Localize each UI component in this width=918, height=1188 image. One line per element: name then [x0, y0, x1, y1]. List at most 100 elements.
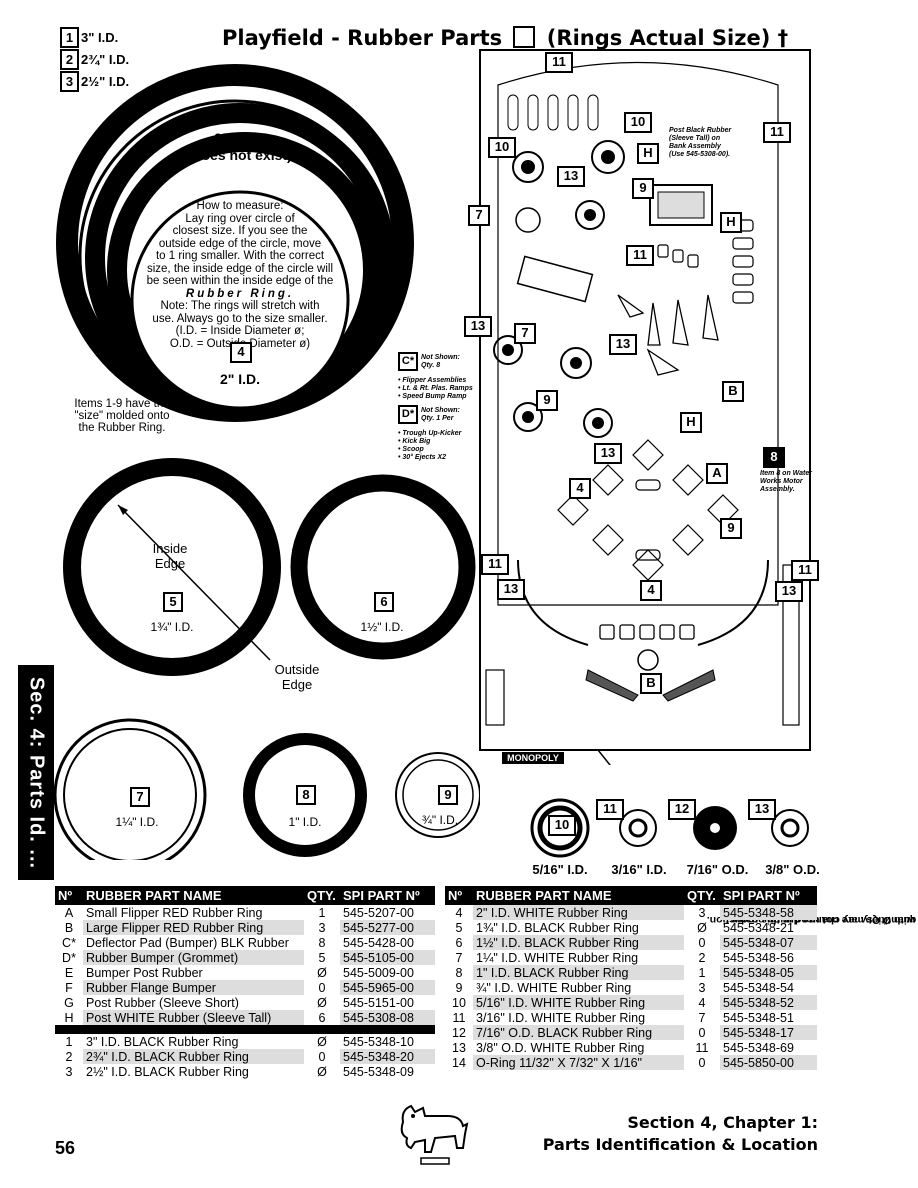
callout-11: 11 [481, 554, 509, 575]
cell-spi: 545-5348-56 [723, 950, 794, 965]
callout-10: 10 [624, 112, 652, 133]
cell-no: D* [62, 950, 76, 965]
cell-name: 1¼" I.D. WHITE Rubber Ring [476, 950, 639, 965]
col-header-qty: QTY. [304, 886, 340, 905]
cell-name: 1" I.D. BLACK Rubber Ring [473, 965, 684, 980]
arrowhead-icon [118, 505, 128, 515]
ring-9-size: ¾" I.D. [421, 813, 459, 827]
callout-11: 11 [626, 245, 654, 266]
callout-4: 4 [640, 580, 662, 601]
scottie-dog-logo [400, 1104, 469, 1165]
cell-no: 8 [455, 965, 463, 980]
right-flipper [662, 669, 716, 702]
left-flipper [585, 669, 639, 702]
cell-name: 2" I.D. WHITE Rubber Ring [473, 905, 684, 920]
cell-spi: 545-5105-00 [340, 950, 435, 965]
cell-spi: 545-5965-00 [340, 980, 435, 995]
cell-no: 6 [455, 935, 463, 950]
cell-spi: 545-5348-10 [343, 1034, 414, 1049]
cell-spi: 545-5207-00 [343, 905, 414, 920]
callout-9: 9 [720, 518, 742, 539]
callout-13: 13 [497, 579, 525, 600]
cell-no: G [64, 995, 74, 1010]
cell-qty: 0 [698, 1025, 706, 1040]
ring-11-size: 3/16" I.D. [611, 862, 667, 877]
cell-name: 1¾" I.D. BLACK Rubber Ring [476, 920, 639, 935]
cell-no: F [65, 980, 73, 995]
bumper-1 [512, 151, 544, 183]
top-lanes [507, 94, 599, 131]
cell-spi: 545-5151-00 [343, 995, 414, 1010]
target-bank [657, 219, 754, 304]
cell-name: Rubber Flange Bumper [83, 980, 304, 995]
bumper-3 [575, 200, 605, 230]
ring-6-number: 6 [374, 592, 394, 612]
cell-name: Post WHITE Rubber (Sleeve Tall) [83, 1010, 304, 1030]
cell-qty: 0 [318, 980, 326, 995]
callout-13: 13 [464, 316, 492, 337]
note-d: D* Not Shown:Qty. 1 Per • Trough Up-Kick… [398, 405, 462, 461]
footer-chapter: Parts Identification & Location [542, 1135, 818, 1154]
ring-5 [63, 458, 281, 676]
cell-name: Deflector Pad (Bumper) BLK Rubber [86, 935, 289, 950]
col-header-qty: QTY. [684, 886, 720, 905]
cell-spi: 545-5348-69 [723, 1040, 794, 1055]
cell-no: 9 [455, 980, 463, 995]
ring-nonexist-note: (does not exist) [188, 147, 292, 163]
cell-spi: 545-5009-00 [343, 965, 414, 980]
cell-name: 5/16" I.D. WHITE Rubber Ring [473, 995, 684, 1010]
callout-11: 11 [763, 122, 791, 143]
cell-spi: 545-5348-51 [723, 1010, 794, 1025]
cell-name: 3/16" I.D. WHITE Rubber Ring [476, 1010, 646, 1025]
cell-spi: 545-5348-05 [720, 965, 817, 980]
playfield-outline [479, 49, 811, 751]
callout-b: B [640, 673, 662, 694]
callout-13: 13 [594, 443, 622, 464]
cell-no: 7 [455, 950, 463, 965]
col-header-no: Nº [55, 886, 83, 905]
cell-qty: Ø [317, 1064, 327, 1079]
callout-h: H [637, 143, 659, 164]
cell-qty: 3 [318, 920, 326, 935]
cell-qty: Ø [697, 920, 707, 935]
cell-qty: 1 [318, 905, 326, 920]
cell-name: 7/16" O.D. BLACK Rubber Ring [473, 1025, 684, 1040]
cell-name: 3" I.D. BLACK Rubber Ring [86, 1034, 239, 1049]
ring-7-size: 1¼" I.D. [115, 815, 159, 829]
cell-qty: 0 [698, 1055, 706, 1070]
ring-4-circle [130, 190, 350, 410]
ring-8 [243, 733, 367, 857]
col-header-spi: SPI PART Nº [340, 886, 435, 905]
cell-no: 10 [452, 995, 466, 1010]
ring-nonexist-size: 2¼" I.D. [214, 130, 266, 146]
ring-13-number: 13 [748, 799, 776, 820]
ring-11 [619, 809, 657, 847]
callout-a: A [706, 463, 728, 484]
col-header-name: RUBBER PART NAME [83, 886, 304, 905]
ring-12-number: 12 [668, 799, 696, 820]
callout-10: 10 [488, 137, 516, 158]
callout-9: 9 [536, 390, 558, 411]
bottom-inserts [599, 624, 695, 640]
cell-spi: 545-5428-00 [343, 935, 414, 950]
cell-no: E [64, 965, 74, 980]
cell-no: 4 [455, 905, 463, 920]
side-note: † Items with Ø Qty. are not used in this… [706, 914, 918, 926]
cell-no: 1 [65, 1034, 73, 1049]
cell-name: 3/8" O.D. WHITE Rubber Ring [476, 1040, 645, 1055]
ring-4-number: 4 [230, 342, 252, 363]
callout-13: 13 [775, 581, 803, 602]
cell-spi: 545-5348-07 [720, 935, 817, 950]
ring-5-size: 1¾" I.D. [150, 620, 194, 634]
